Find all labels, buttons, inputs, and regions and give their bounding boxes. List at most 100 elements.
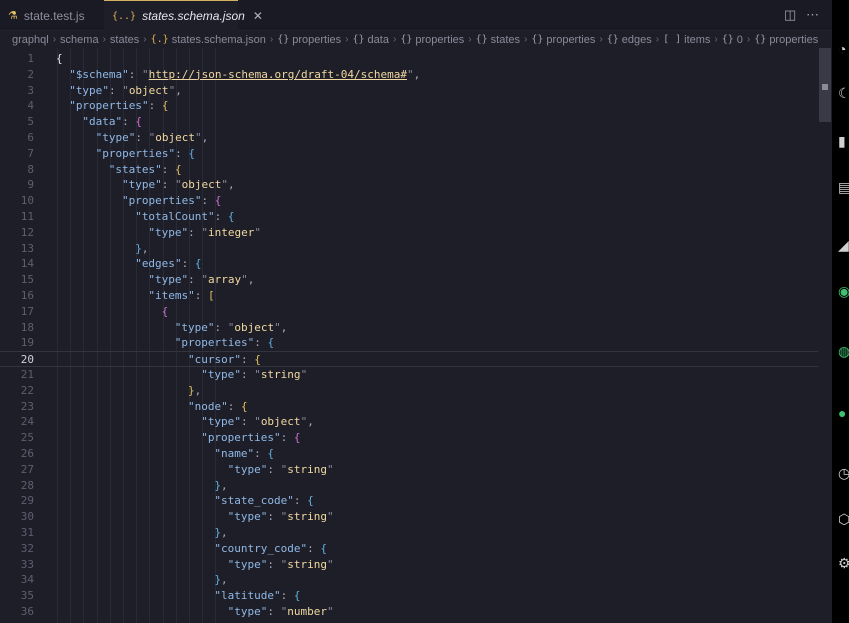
- code-token: :: [122, 115, 136, 129]
- code-line[interactable]: 19"properties": {: [0, 335, 818, 351]
- breadcrumb-item[interactable]: schema: [60, 34, 99, 46]
- marker-icon[interactable]: ◢: [838, 237, 849, 253]
- code-line[interactable]: 3"type": "object",: [0, 83, 818, 99]
- line-number: 9: [27, 178, 34, 192]
- code-line[interactable]: 1{: [0, 51, 818, 67]
- code-line[interactable]: 17{: [0, 304, 818, 320]
- scrollbar-cursor-marker: [822, 84, 828, 90]
- code-line[interactable]: 35"latitude": {: [0, 588, 818, 604]
- breadcrumb-item[interactable]: {}properties: [754, 34, 818, 46]
- timer-icon[interactable]: ◔: [838, 41, 847, 57]
- breadcrumb-item[interactable]: {}properties: [400, 34, 464, 46]
- code-line[interactable]: 23"node": {: [0, 399, 818, 415]
- breadcrumb-item[interactable]: {}0: [722, 34, 743, 46]
- moon-icon[interactable]: ☾: [838, 85, 849, 101]
- code-token: :: [161, 178, 175, 192]
- code-line[interactable]: 30"type": "string": [0, 509, 818, 525]
- code-line[interactable]: 36"type": "number": [0, 604, 818, 620]
- code-token: ": [326, 605, 334, 618]
- spotify-icon[interactable]: ●: [838, 405, 847, 421]
- code-token: :: [267, 462, 281, 476]
- indent-guide: [189, 48, 190, 623]
- breadcrumb-item[interactable]: {}states: [476, 34, 520, 46]
- code-line[interactable]: 37},: [0, 620, 818, 623]
- code-line[interactable]: 8"states": {: [0, 162, 818, 178]
- line-number: 33: [20, 557, 34, 571]
- breadcrumb-item[interactable]: {}properties: [277, 34, 341, 46]
- split-editor-icon[interactable]: ◫: [784, 7, 797, 22]
- code-line[interactable]: 11"totalCount": {: [0, 209, 818, 225]
- code-token: ,: [141, 241, 149, 255]
- breadcrumb-item[interactable]: states: [110, 34, 139, 46]
- indent-guide: [162, 48, 164, 623]
- code-line[interactable]: 31},: [0, 525, 818, 541]
- extension-icon[interactable]: ▤: [838, 179, 849, 195]
- code-line[interactable]: 6"type": "object",: [0, 130, 818, 146]
- code-text: "type": "object",: [69, 83, 182, 99]
- code-line[interactable]: 14"edges": {: [0, 256, 818, 272]
- breadcrumb-item[interactable]: graphql: [12, 34, 49, 46]
- breadcrumb-item[interactable]: {}data: [353, 34, 389, 46]
- code-line[interactable]: 2"$schema": "http://json-schema.org/draf…: [0, 67, 818, 83]
- code-text: "type": "array",: [148, 272, 254, 288]
- code-line[interactable]: 12"type": "integer": [0, 225, 818, 241]
- gpt-icon[interactable]: ◉: [838, 283, 849, 299]
- code-line[interactable]: 10"properties": {: [0, 193, 818, 209]
- code-line[interactable]: 27"type": "string": [0, 462, 818, 478]
- close-icon[interactable]: ✕: [252, 9, 263, 23]
- indent-guide: [202, 48, 204, 623]
- code-line[interactable]: 24"type": "object",: [0, 414, 818, 430]
- code-token: ": [221, 399, 228, 413]
- code-line[interactable]: 33"type": "string": [0, 557, 818, 573]
- code-line[interactable]: 26"name": {: [0, 446, 818, 462]
- code-line[interactable]: 18"type": "object",: [0, 320, 818, 336]
- clock-icon[interactable]: ◷: [838, 465, 849, 481]
- code-line[interactable]: 20"cursor": {: [0, 351, 818, 367]
- code-line[interactable]: 21"type": "string": [0, 367, 818, 383]
- code-line[interactable]: 7"properties": {: [0, 146, 818, 162]
- code-token: ": [234, 415, 241, 429]
- code-line[interactable]: 13},: [0, 241, 818, 257]
- tab-state-test[interactable]: ⚗ state.test.js: [0, 0, 104, 31]
- code-token: ": [287, 494, 294, 508]
- code-line[interactable]: 22},: [0, 383, 818, 399]
- more-actions-icon[interactable]: ⋯: [806, 7, 819, 22]
- code-line[interactable]: 9"type": "object",: [0, 177, 818, 193]
- breadcrumb-item[interactable]: {}edges: [607, 34, 652, 46]
- code-line[interactable]: 28},: [0, 478, 818, 494]
- breadcrumb-item[interactable]: [ ]items: [663, 34, 710, 46]
- code-token: :: [293, 494, 308, 508]
- code-token: {: [307, 494, 314, 508]
- code-line[interactable]: 5"data": {: [0, 114, 818, 130]
- code-line[interactable]: 25"properties": {: [0, 430, 818, 446]
- code-token: ,: [221, 526, 228, 539]
- chat-icon[interactable]: ▮: [838, 133, 846, 149]
- code-token: type: [181, 320, 208, 334]
- indent-guide: [123, 48, 124, 623]
- code-token: ": [122, 67, 129, 81]
- code-line[interactable]: 16"items": [: [0, 288, 818, 304]
- code-editor[interactable]: 1{2"$schema": "http://json-schema.org/dr…: [0, 48, 818, 623]
- breadcrumb-item[interactable]: {.}states.schema.json: [151, 34, 266, 46]
- code-line[interactable]: 34},: [0, 572, 818, 588]
- code-line[interactable]: 4"properties": {: [0, 98, 818, 114]
- code-token: {: [161, 304, 169, 318]
- code-token: ": [148, 273, 156, 287]
- tab-states-schema[interactable]: {..} states.schema.json ✕: [104, 0, 263, 31]
- breadcrumb-item[interactable]: {}properties: [531, 34, 595, 46]
- whatsapp-icon[interactable]: ◍: [838, 343, 849, 359]
- breadcrumb-separator: ›: [746, 34, 751, 45]
- code-line[interactable]: 15"type": "array",: [0, 272, 818, 288]
- code-line[interactable]: 29"state_code": {: [0, 493, 818, 509]
- code-line[interactable]: 32"country_code": {: [0, 541, 818, 557]
- settings-icon[interactable]: ⚙: [838, 555, 849, 571]
- object-icon: {}: [721, 34, 734, 45]
- breadcrumb-label: properties: [546, 33, 596, 46]
- vertical-scrollbar[interactable]: [818, 48, 832, 623]
- code-token: type: [234, 557, 261, 571]
- code-token: type: [155, 273, 182, 287]
- code-token: {: [241, 399, 248, 413]
- cube-icon[interactable]: ⬡: [838, 511, 849, 527]
- breadcrumb-separator: ›: [524, 34, 528, 45]
- code-text: "type": "object",: [201, 414, 314, 430]
